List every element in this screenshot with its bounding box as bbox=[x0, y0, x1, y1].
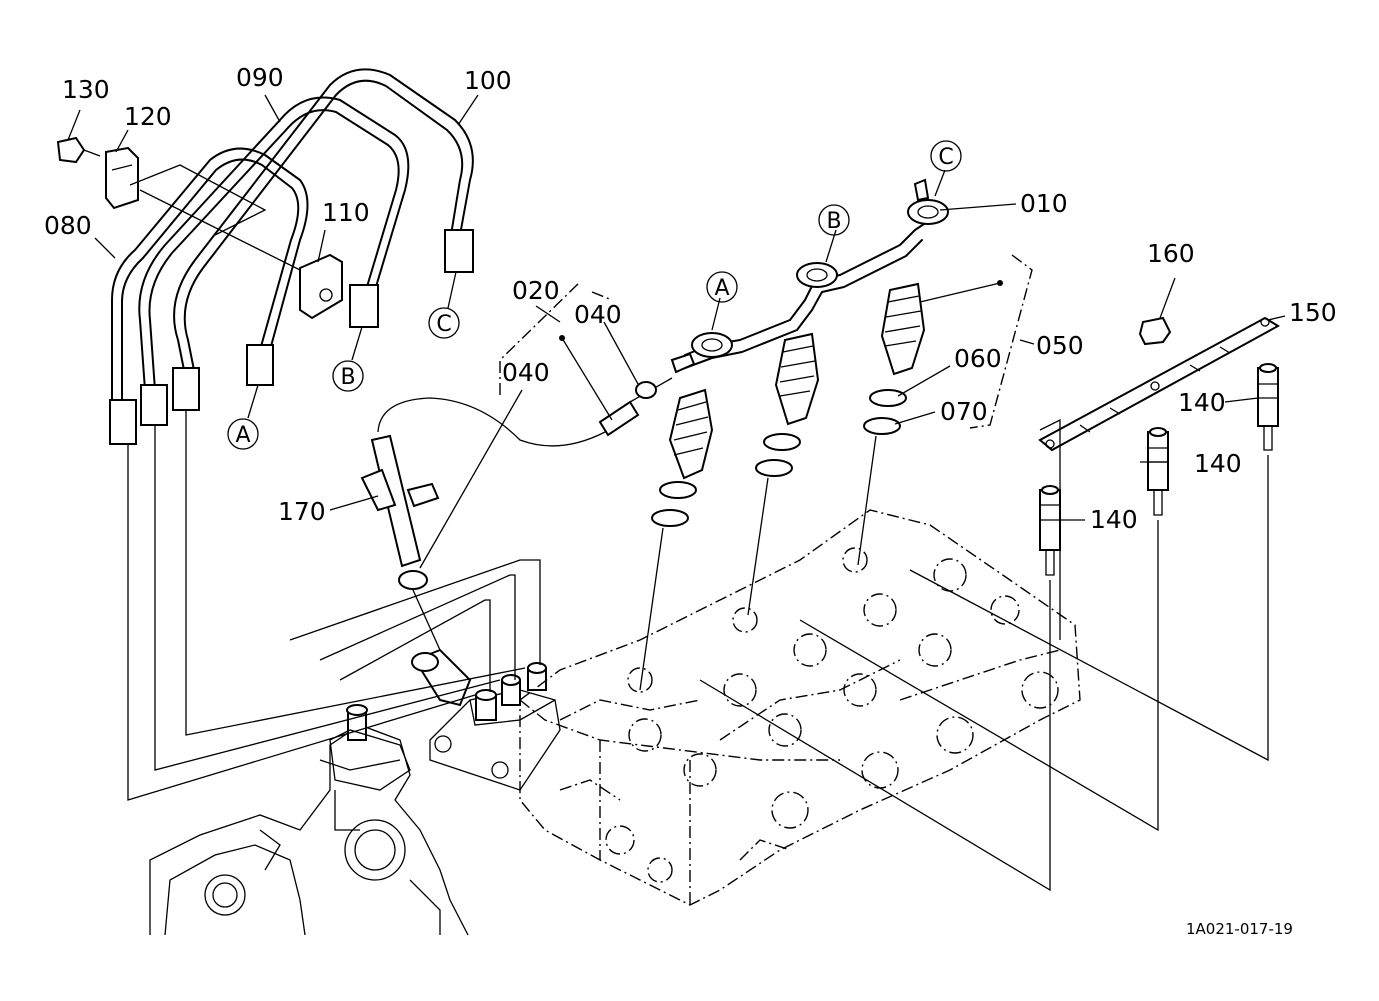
glow-plugs bbox=[699, 316, 1280, 892]
marker-c-nozzle-label: C bbox=[938, 145, 953, 170]
return-pipe-170 bbox=[360, 434, 441, 651]
label-130: 130 bbox=[62, 75, 110, 104]
label-020: 020 bbox=[512, 276, 560, 305]
label-100: 100 bbox=[464, 66, 512, 95]
marker-c-pipe-label: C bbox=[436, 312, 451, 337]
leader-lines bbox=[67, 94, 1286, 569]
label-080: 080 bbox=[44, 211, 92, 240]
label-140-middle: 140 bbox=[1194, 449, 1242, 478]
return-hose bbox=[377, 377, 673, 447]
label-090: 090 bbox=[236, 63, 284, 92]
pipe-clamps bbox=[56, 136, 343, 320]
label-070: 070 bbox=[940, 397, 988, 426]
label-140-right: 140 bbox=[1178, 388, 1226, 417]
part-number-labels: 010 020 040 040 050 060 070 080 090 100 … bbox=[44, 63, 1337, 938]
label-120: 120 bbox=[124, 102, 172, 131]
reference-code: 1A021-017-19 bbox=[1186, 920, 1293, 938]
label-160: 160 bbox=[1147, 239, 1195, 268]
injection-nozzles bbox=[639, 282, 926, 691]
label-110: 110 bbox=[322, 198, 370, 227]
marker-c-pipe bbox=[428, 307, 460, 339]
marker-b-pipe-label: B bbox=[340, 365, 355, 390]
label-040-upper: 040 bbox=[574, 300, 622, 329]
marker-a-pipe bbox=[227, 418, 259, 450]
marker-a-nozzle-label: A bbox=[714, 276, 729, 301]
label-010: 010 bbox=[1020, 189, 1068, 218]
delivery-valve-holders bbox=[411, 648, 547, 721]
connection-markers: A B C A B C bbox=[227, 140, 962, 450]
overflow-pipe bbox=[670, 178, 949, 374]
injection-pipes bbox=[109, 68, 541, 801]
marker-c-nozzle bbox=[930, 140, 962, 172]
label-140-left: 140 bbox=[1090, 505, 1138, 534]
label-050: 050 bbox=[1036, 331, 1084, 360]
marker-b-nozzle bbox=[818, 204, 850, 236]
label-150: 150 bbox=[1289, 298, 1337, 327]
marker-a-nozzle bbox=[706, 271, 738, 303]
cylinder-head-phantom bbox=[519, 509, 1081, 906]
kit-brackets bbox=[499, 254, 1033, 429]
label-060: 060 bbox=[954, 344, 1002, 373]
engine-front-cover bbox=[149, 724, 469, 936]
marker-a-pipe-label: A bbox=[235, 423, 250, 448]
injection-pump-body bbox=[329, 689, 561, 791]
label-040-lower: 040 bbox=[502, 358, 550, 387]
marker-b-pipe bbox=[332, 360, 364, 392]
marker-b-nozzle-label: B bbox=[826, 209, 841, 234]
label-170: 170 bbox=[278, 497, 326, 526]
